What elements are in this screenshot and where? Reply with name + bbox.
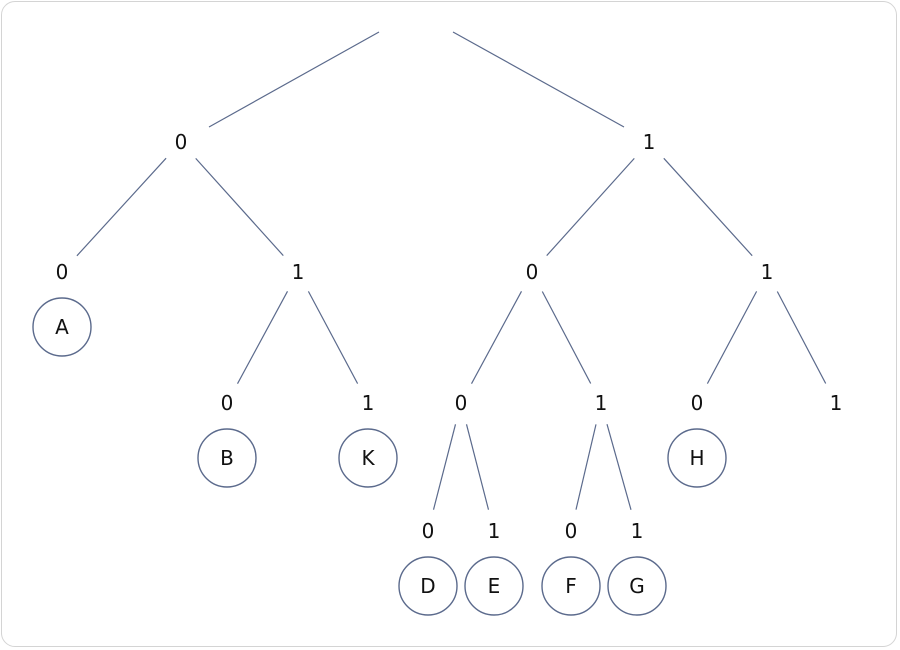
leaf-node-B [197,428,257,488]
leaf-label-D: D [420,574,435,598]
branch-bit-n111: 1 [830,391,843,415]
branch-bit-n1011: 1 [631,519,644,543]
branch-bit-n0: 0 [175,130,188,154]
tree-edge-root-n1 [452,31,625,128]
branch-bit-n11: 1 [761,260,774,284]
tree-edge-n100-n1001 [465,424,490,510]
leaf-label-F: F [565,574,577,598]
branch-bit-n010: 0 [221,391,234,415]
tree-edge-root-n0 [208,31,380,128]
branch-bit-n100: 0 [455,391,468,415]
branch-bit-n1010: 0 [565,519,578,543]
leaf-label-B: B [220,446,234,470]
branch-bit-n110: 0 [691,391,704,415]
tree-edge-n100-n1000 [432,424,457,510]
leaf-label-H: H [689,446,704,470]
leaf-label-A: A [55,315,69,339]
leaf-label-G: G [629,574,645,598]
leaf-node-H [667,428,727,488]
leaf-node-F [541,556,601,616]
leaf-label-K: K [361,446,375,470]
leaf-node-D [398,556,458,616]
branch-bit-n1001: 1 [488,519,501,543]
tree-edge-n1-n10 [546,157,635,257]
leaf-node-A [32,297,92,357]
branch-bit-n1: 1 [643,130,656,154]
leaf-label-E: E [488,574,501,598]
tree-edge-n1-n11 [663,157,753,257]
branch-bit-n01: 1 [292,260,305,284]
tree-edge-n11-n110 [706,291,758,384]
tree-edge-n01-n011 [307,291,359,384]
branch-bit-n1000: 0 [422,519,435,543]
tree-edge-n101-n1010 [575,424,597,510]
tree-edges [76,31,827,510]
branch-bit-n011: 1 [362,391,375,415]
tree-edge-n0-n00 [76,157,167,257]
tree-edge-n101-n1011 [606,424,632,510]
branch-bit-n101: 1 [595,391,608,415]
tree-edge-n0-n01 [195,157,284,257]
branch-bit-n00: 0 [56,260,69,284]
leaf-node-G [607,556,667,616]
tree-edge-n01-n010 [236,291,289,384]
tree-edge-n10-n100 [470,291,523,384]
branch-bit-n10: 0 [526,260,539,284]
tree-edge-n10-n101 [541,291,592,384]
tree-edge-n11-n111 [776,291,827,384]
leaf-node-E [464,556,524,616]
leaf-node-K [338,428,398,488]
